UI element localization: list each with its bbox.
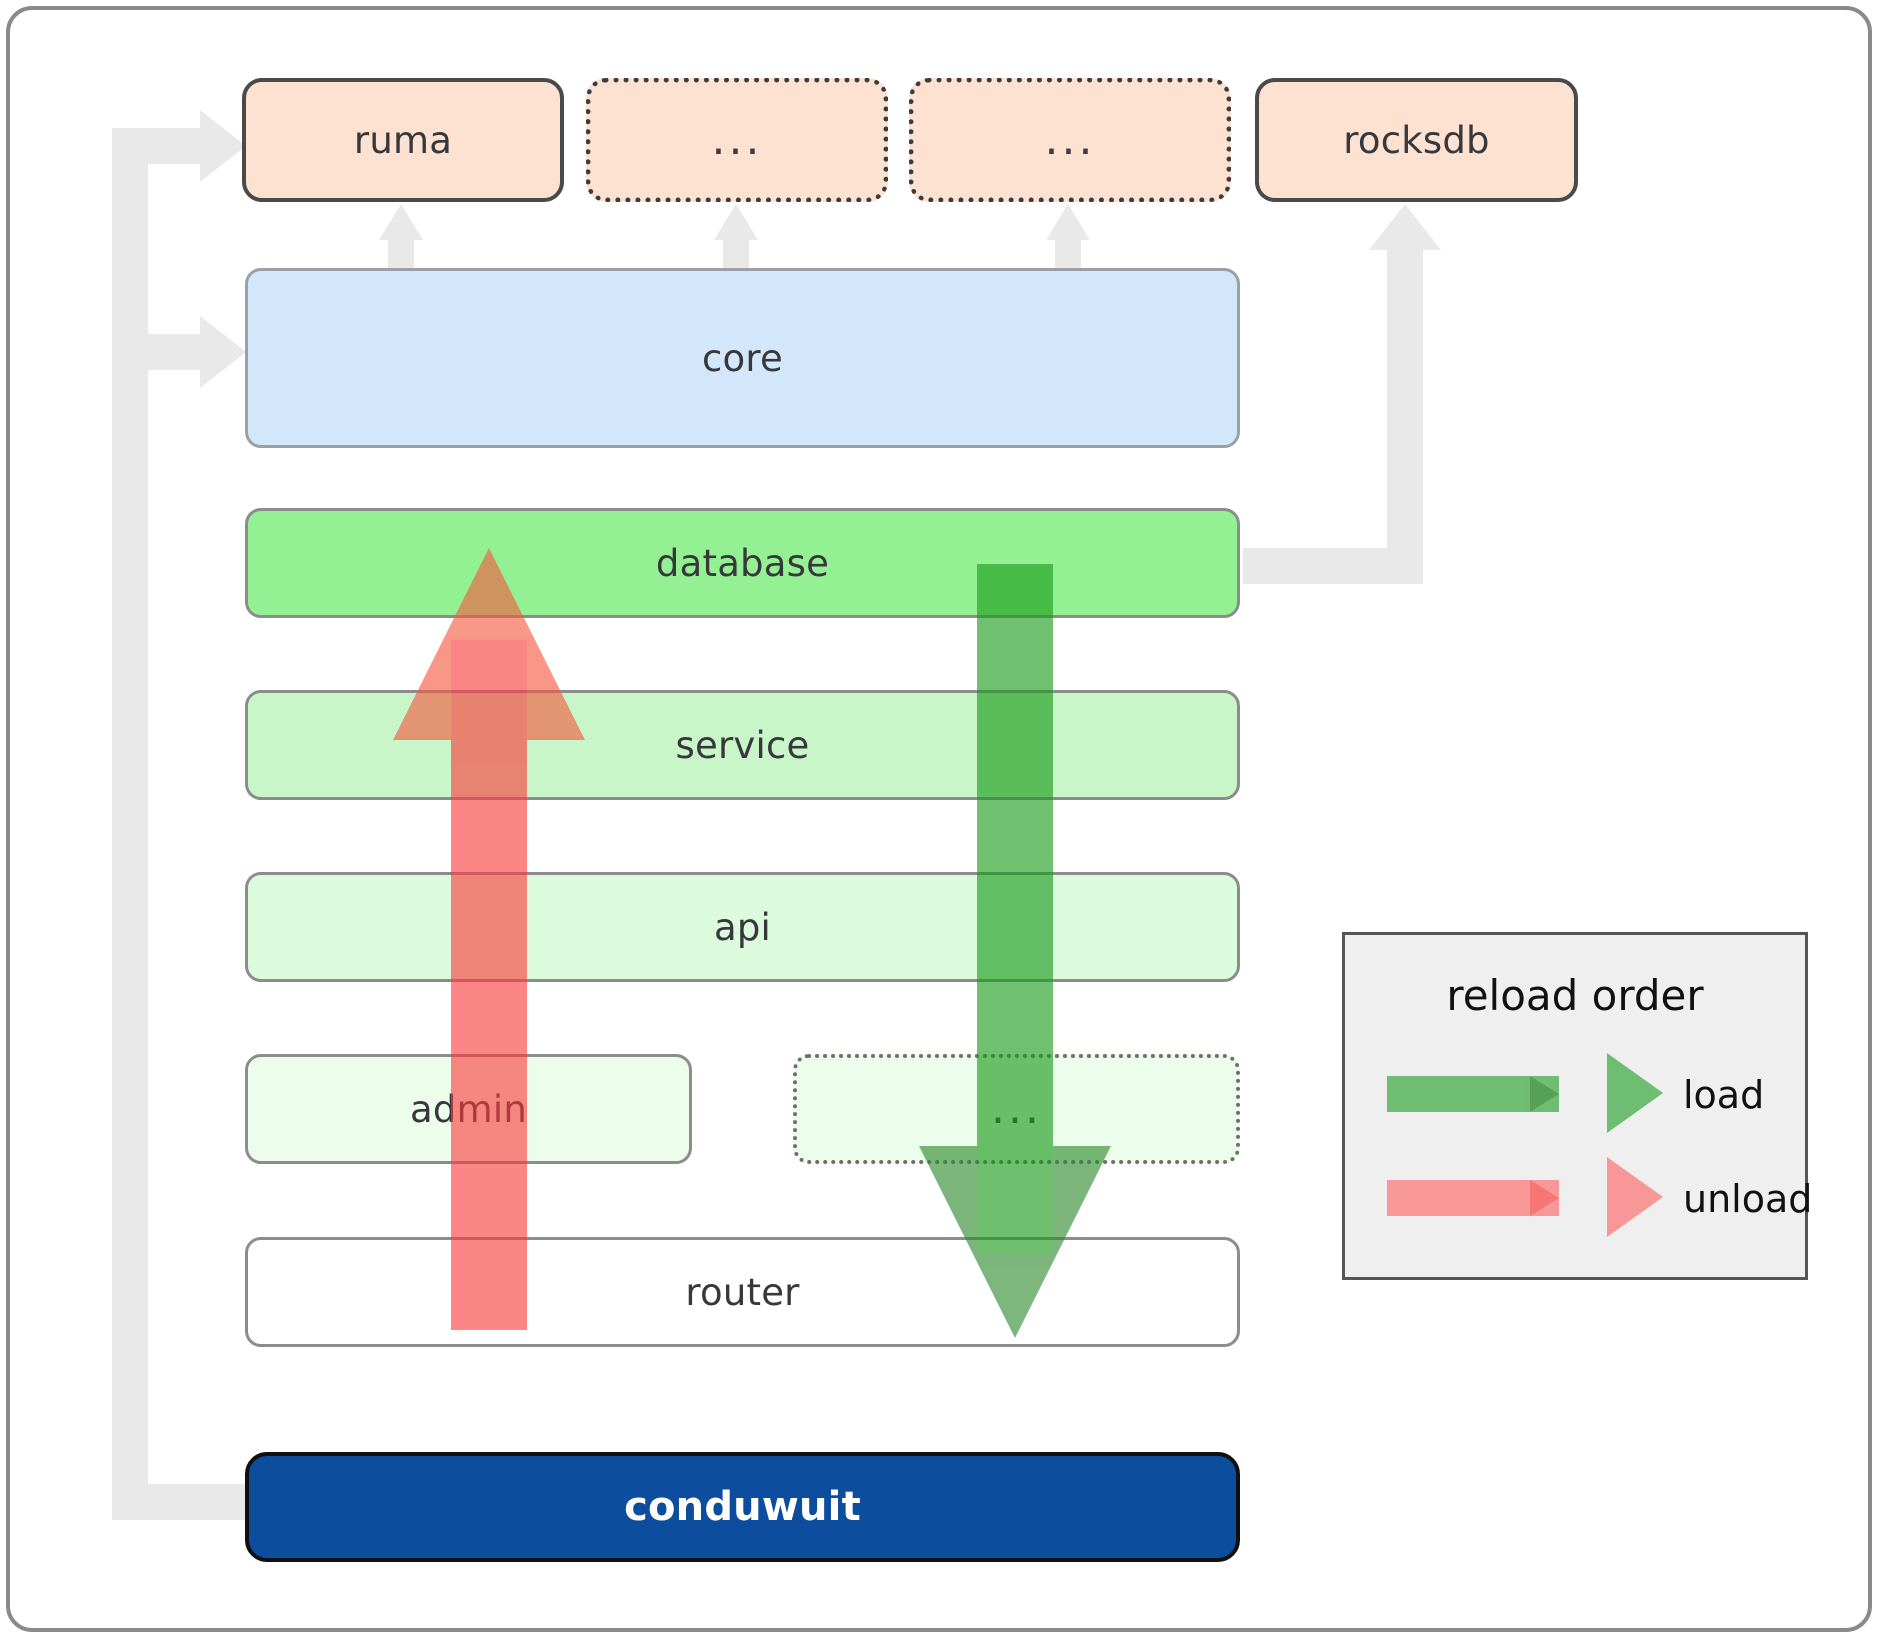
module-box-rocksdb[interactable]: rocksdb bbox=[1255, 78, 1578, 202]
module-label: api bbox=[713, 905, 772, 949]
legend-load-arrow-icon bbox=[1387, 1053, 1663, 1133]
module-label: service bbox=[675, 723, 810, 767]
unload-arrow-icon bbox=[393, 548, 585, 1330]
module-box-api[interactable]: api bbox=[245, 872, 1240, 982]
module-box-placeholder-2[interactable]: ... bbox=[909, 78, 1231, 202]
module-label: conduwuit bbox=[624, 1484, 861, 1530]
module-label: ruma bbox=[353, 118, 453, 162]
module-label: core bbox=[702, 336, 783, 380]
module-box-placeholder-1[interactable]: ... bbox=[586, 78, 888, 202]
legend-title: reload order bbox=[1446, 971, 1704, 1020]
module-label: database bbox=[655, 541, 830, 585]
module-box-core[interactable]: core bbox=[245, 268, 1240, 448]
module-box-router[interactable]: router bbox=[245, 1237, 1240, 1347]
legend-arrow-icons bbox=[1387, 1053, 1663, 1237]
legend-panel: reload order load unload bbox=[1342, 932, 1812, 1280]
module-box-database[interactable]: database bbox=[245, 508, 1240, 618]
module-box-conduwuit[interactable]: conduwuit bbox=[245, 1452, 1240, 1562]
legend-unload-arrow-icon bbox=[1387, 1157, 1663, 1237]
load-arrow-icon bbox=[919, 564, 1111, 1338]
legend-label-load: load bbox=[1683, 1073, 1765, 1117]
module-label: rocksdb bbox=[1343, 118, 1490, 162]
legend-label-unload: unload bbox=[1683, 1177, 1813, 1221]
module-label: router bbox=[685, 1270, 800, 1314]
module-box-ruma[interactable]: ruma bbox=[242, 78, 564, 202]
